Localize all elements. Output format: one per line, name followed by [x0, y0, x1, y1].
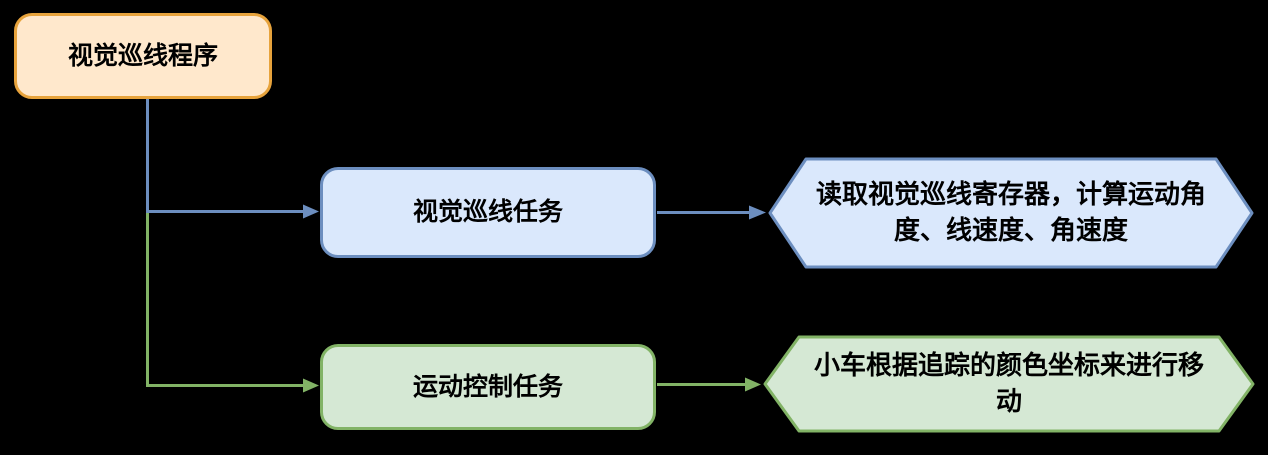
- hexagon-motion-detail-label: 小车根据追踪的颜色坐标来进行移动: [813, 350, 1204, 417]
- connector-root-to-motion-task: [146, 99, 319, 393]
- hexagon-vision-detail-label: 读取视觉巡线寄存器，计算运动角度、线速度、角速度: [815, 179, 1206, 246]
- node-motion-task: 运动控制任务: [320, 344, 656, 430]
- connector-vision-task-to-detail: [657, 205, 766, 220]
- connector-root-to-vision-task: [146, 99, 319, 219]
- hexagon-motion-detail: 小车根据追踪的颜色坐标来进行移动: [763, 335, 1255, 433]
- node-motion-task-label: 运动控制任务: [412, 371, 563, 401]
- node-vision-task: 视觉巡线任务: [320, 167, 656, 258]
- connector-motion-task-to-detail: [657, 377, 761, 392]
- node-vision-program-label: 视觉巡线程序: [67, 40, 218, 70]
- hexagon-vision-shape: [768, 157, 1254, 269]
- node-vision-task-label: 视觉巡线任务: [412, 197, 563, 227]
- node-vision-program: 视觉巡线程序: [14, 13, 272, 99]
- hexagon-vision-detail: 读取视觉巡线寄存器，计算运动角度、线速度、角速度: [768, 157, 1254, 269]
- hexagon-motion-shape: [763, 335, 1255, 433]
